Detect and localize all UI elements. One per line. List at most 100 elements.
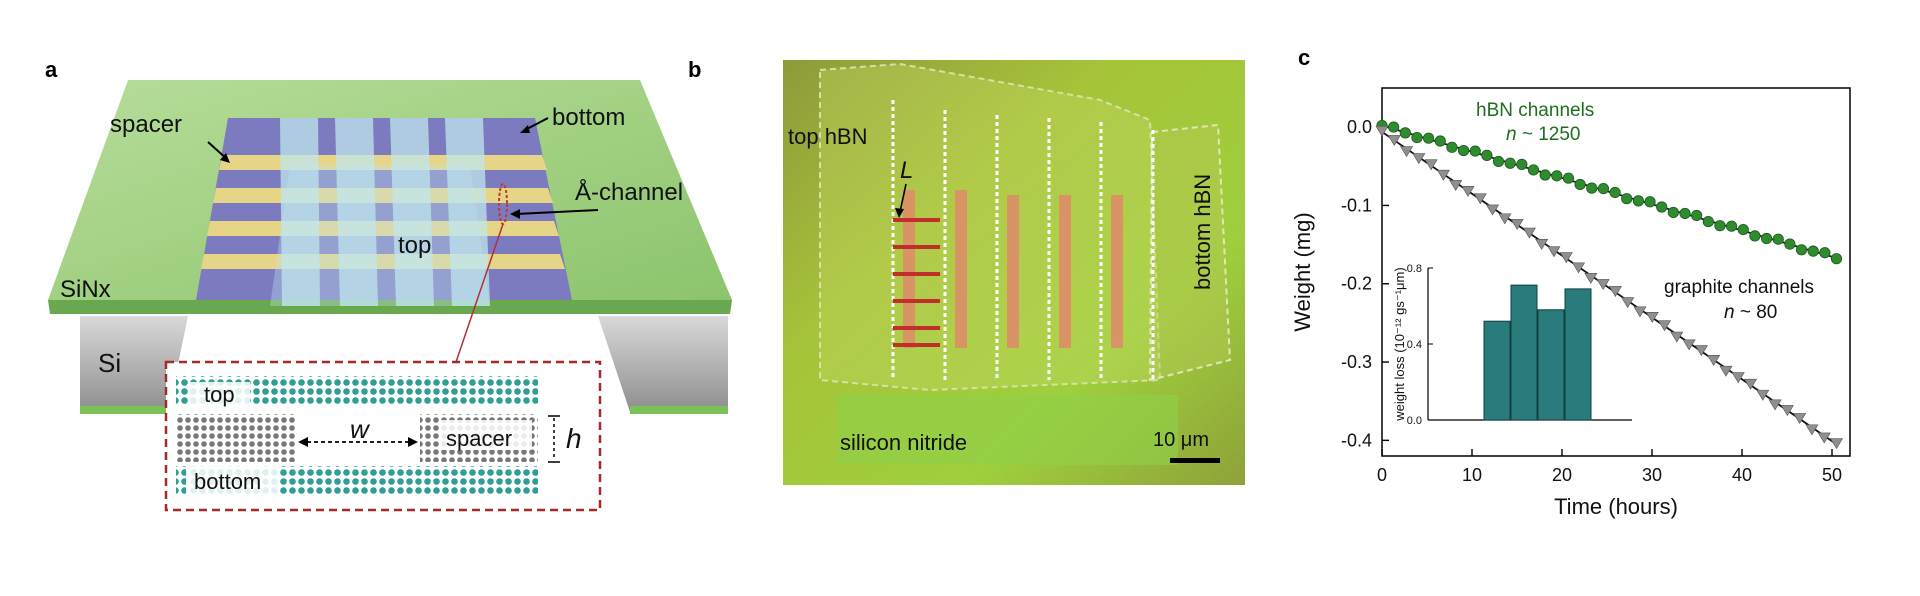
hbn-data-point — [1586, 182, 1598, 194]
hbn-series-label-line2: n ~ 1250 — [1506, 124, 1581, 145]
hbn-data-point — [1749, 230, 1761, 242]
graphite-data-point — [1424, 159, 1438, 171]
bottom-hbn-flake — [1148, 123, 1232, 382]
graphite-data-point — [1547, 246, 1561, 258]
inset-leader — [455, 223, 504, 363]
x-axis-title: Time (hours) — [1554, 494, 1678, 519]
graphite-data-point — [1473, 193, 1487, 205]
hbn-data-point — [1807, 245, 1819, 257]
hbn-data-point — [1388, 121, 1400, 133]
hbn-data-point — [1679, 207, 1691, 220]
x-tick-label: 10 — [1462, 465, 1482, 485]
spacer-label: spacer — [110, 111, 182, 138]
inset-h-label: h — [566, 423, 582, 454]
x-tick-label: 40 — [1732, 465, 1752, 485]
data-points — [1375, 119, 1844, 450]
scale-bar — [1170, 458, 1220, 463]
top-hbn-label: top hBN — [788, 124, 868, 149]
panel-a-inset: top spacer bottom w h — [164, 360, 602, 512]
silicon-nitride-label: silicon nitride — [840, 430, 967, 455]
hbn-data-point — [1702, 215, 1714, 228]
y-tick-label: -0.4 — [1341, 430, 1372, 450]
scale-label: 10 μm — [1153, 429, 1209, 451]
hbn-data-point — [1457, 144, 1470, 157]
plot-frame — [1381, 87, 1851, 457]
inset-bars — [1483, 284, 1592, 421]
graphite-data-point — [1461, 186, 1475, 197]
graphite-data-point — [1400, 146, 1414, 158]
si-label: Si — [98, 348, 121, 378]
hbn-data-point — [1726, 220, 1738, 232]
graphite-series-label-line2: n ~ 80 — [1724, 302, 1777, 323]
top-strips — [270, 118, 490, 306]
inset-w-label: w — [350, 414, 371, 444]
graphite-data-point — [1719, 365, 1733, 377]
panel-c-label: c — [1298, 45, 1310, 70]
inset-y-axis-title: weight loss (10⁻¹² gs⁻¹μm) — [1392, 267, 1407, 421]
graphite-data-point — [1682, 339, 1696, 351]
length-markers — [893, 218, 940, 347]
x-tick-label: 20 — [1552, 465, 1572, 485]
graphite-data-point — [1486, 204, 1500, 216]
graphite-data-point — [1535, 239, 1549, 250]
hbn-data-point — [1516, 158, 1528, 170]
panel-b-label: b — [688, 57, 701, 82]
graphite-data-point — [1768, 399, 1782, 411]
hbn-data-point — [1644, 196, 1656, 208]
graphite-data-point — [1793, 413, 1807, 424]
inset-bar-chart: 0.00.40.8 weight loss (10⁻¹² gs⁻¹μm) — [1392, 263, 1632, 427]
graphite-data-point — [1584, 273, 1598, 284]
graphite-data-point — [1522, 227, 1536, 239]
si-support-left — [80, 316, 188, 412]
hbn-data-point — [1574, 178, 1586, 191]
hbn-data-point — [1830, 253, 1843, 265]
inset-y-tick-label: 0.8 — [1407, 263, 1422, 275]
top-hbn-flake — [819, 62, 1162, 392]
y-tick-label: -0.2 — [1341, 274, 1372, 294]
graphite-data-point — [1657, 320, 1672, 332]
panel-a-label: a — [45, 57, 58, 82]
graphite-data-point — [1829, 438, 1844, 450]
hbn-data-point — [1551, 170, 1563, 182]
hbn-data-point — [1399, 127, 1411, 139]
inset-y-tick-label: 0.4 — [1407, 339, 1422, 351]
graphite-data-point — [1694, 345, 1708, 357]
hbn-data-point — [1795, 244, 1808, 256]
hbn-data-point — [1527, 164, 1540, 176]
inset-bar — [1483, 320, 1511, 421]
hbn-data-point — [1667, 206, 1679, 219]
hbn-data-point — [1737, 224, 1749, 236]
panel-b: b — [688, 57, 1245, 485]
graphite-series-label-line1: graphite channels — [1664, 277, 1814, 298]
graphite-data-point — [1412, 153, 1426, 165]
sinx-edge — [48, 300, 732, 314]
graphite-data-point — [1375, 125, 1389, 137]
hbn-fit-line — [1381, 124, 1837, 259]
hbn-data-point — [1423, 132, 1435, 144]
hbn-data-point — [1819, 247, 1831, 259]
hbn-data-point — [1772, 233, 1784, 245]
graphite-data-point — [1670, 331, 1684, 343]
si-base-left — [80, 406, 168, 414]
y-axis-title: Weight (mg) — [1290, 212, 1315, 331]
hbn-series-label-line1: hBN channels — [1476, 100, 1594, 121]
x-tick-label: 50 — [1822, 465, 1842, 485]
graphite-data-point — [1387, 135, 1401, 147]
bottom-hbn-label: bottom hBN — [1190, 174, 1215, 290]
top-label: top — [398, 232, 431, 259]
graphite-data-point — [1731, 372, 1745, 384]
inset-bar — [1564, 288, 1592, 421]
si-base-right — [630, 406, 728, 414]
graphite-data-point — [1449, 180, 1463, 192]
hbn-data-point — [1481, 149, 1493, 161]
graphite-data-point — [1559, 252, 1573, 264]
graphite-data-point — [1498, 213, 1512, 225]
si-support-right — [598, 316, 728, 412]
inset-bar — [1510, 284, 1538, 421]
graphite-data-point — [1633, 306, 1647, 318]
hbn-data-point — [1539, 169, 1551, 181]
y-tick-label: 0.0 — [1347, 117, 1372, 137]
spacer-lines — [891, 100, 1155, 380]
